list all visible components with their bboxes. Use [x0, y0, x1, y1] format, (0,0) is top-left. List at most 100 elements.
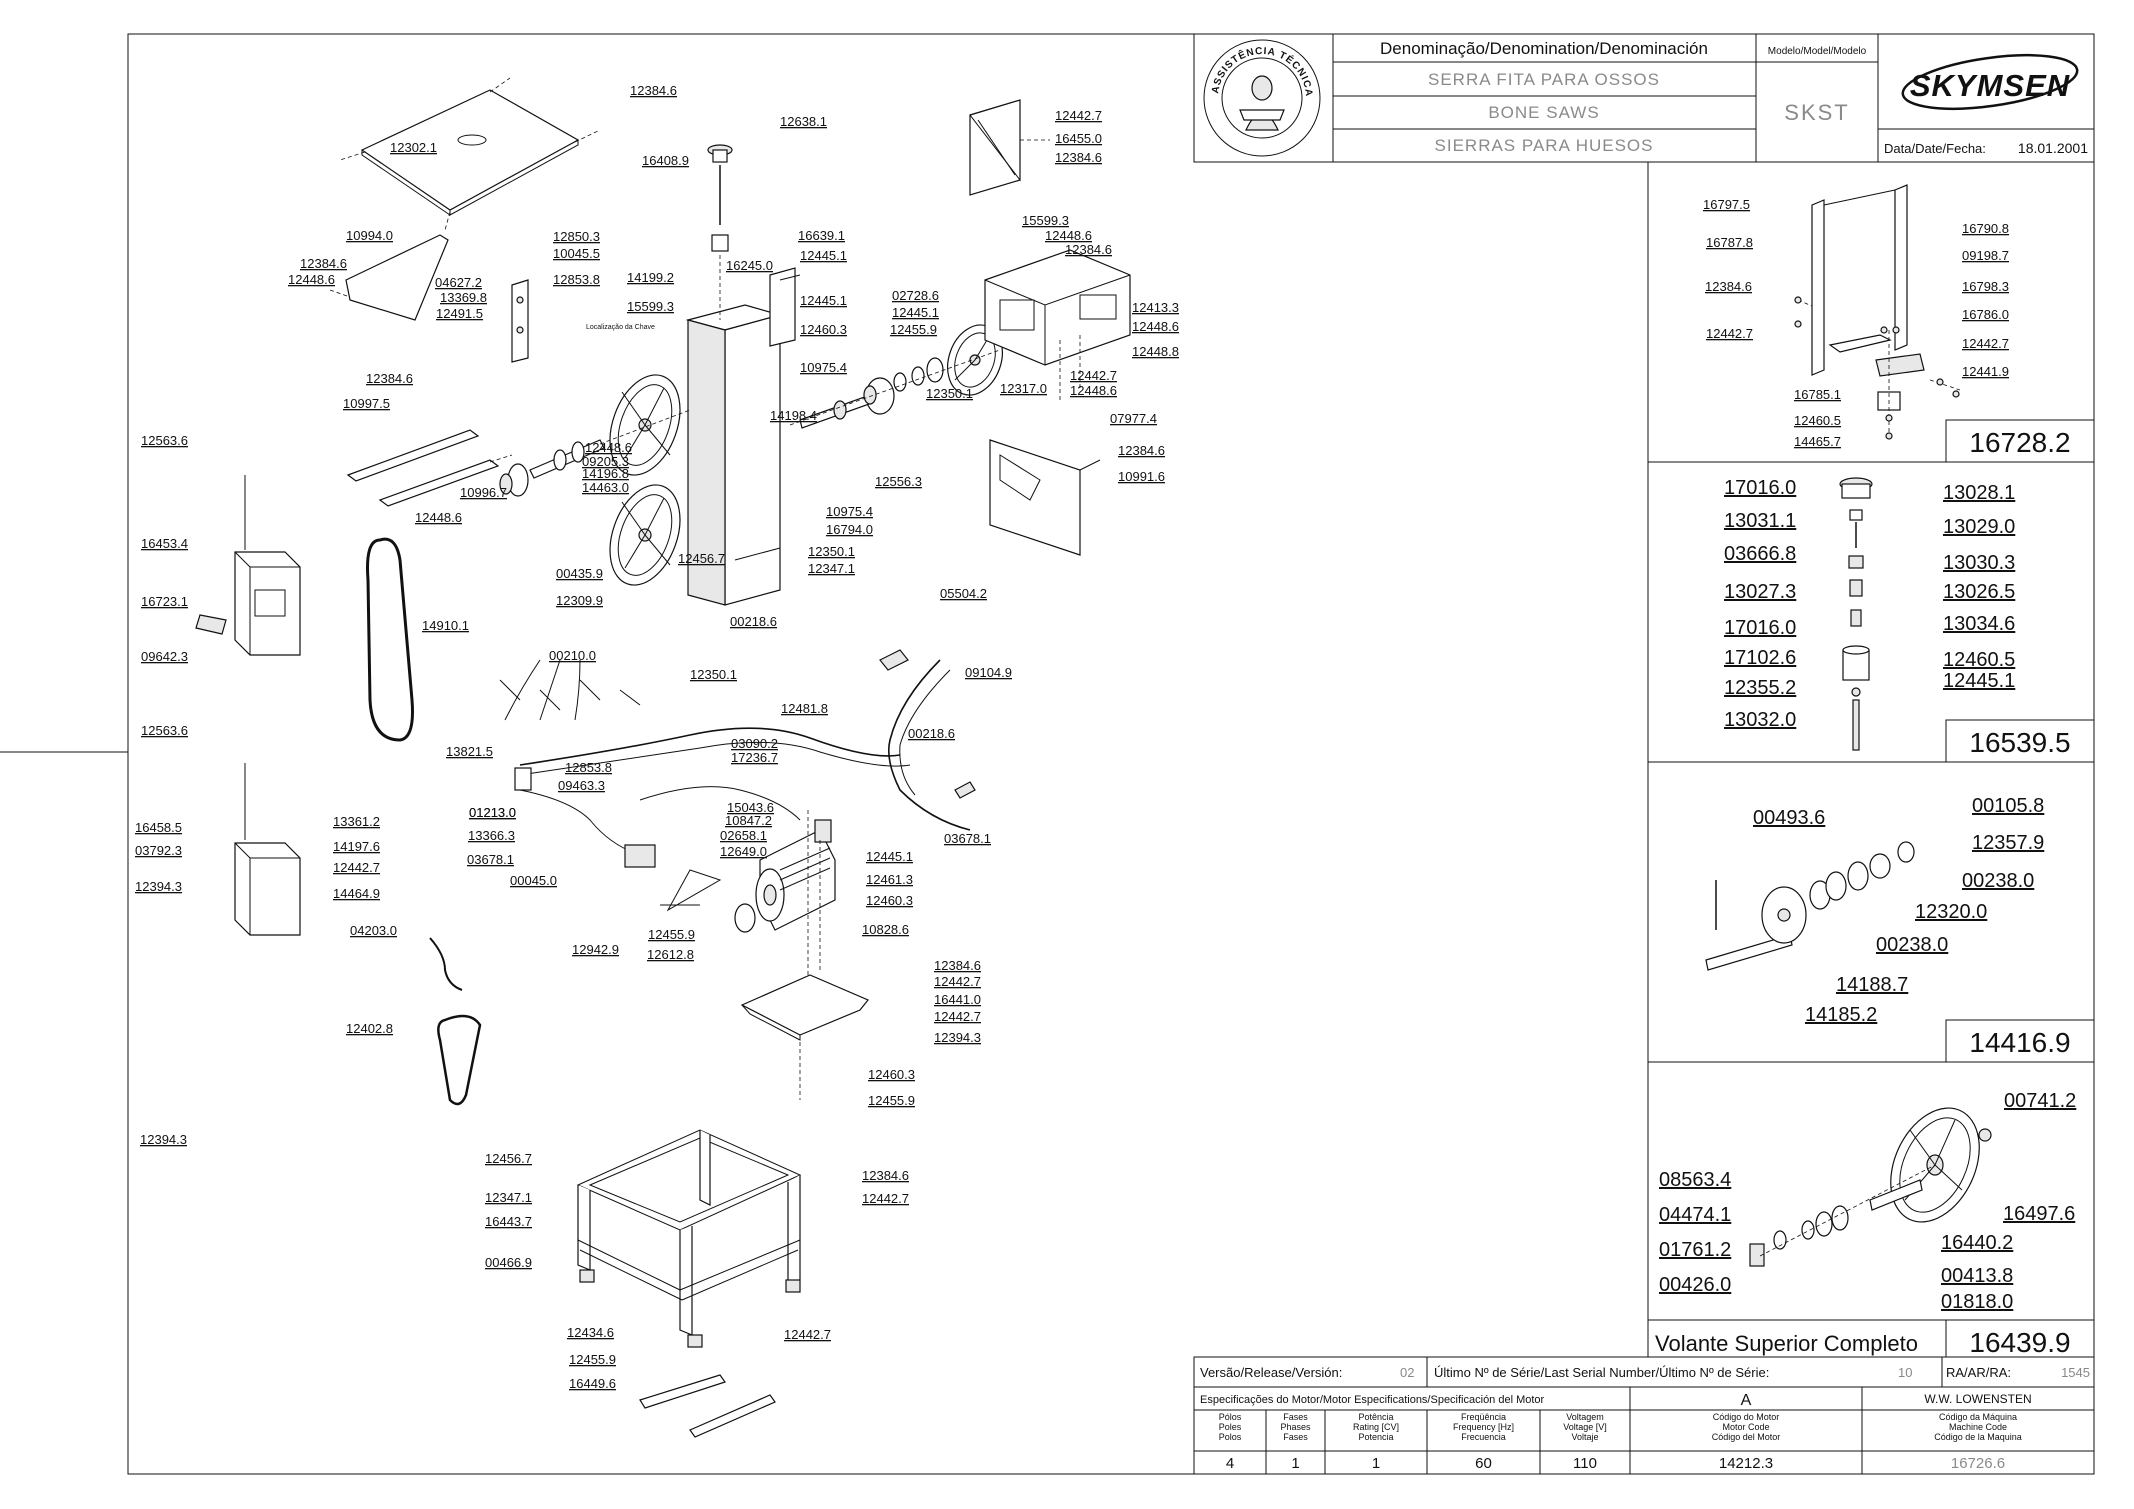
- assembly-code: 16728.2: [1969, 427, 2070, 458]
- part-number-label: 14199.2: [627, 270, 674, 285]
- part-number-label: 16455.0: [1055, 131, 1102, 146]
- part-number-label: 09104.9: [965, 665, 1012, 680]
- motor-spec-value: 110: [1573, 1455, 1597, 1472]
- panel-16539-5: [1839, 477, 1873, 751]
- part-number-label: 12384.6: [1118, 443, 1165, 458]
- detail-part-label: 00493.6: [1753, 807, 1825, 829]
- part-number-label: 12455.9: [868, 1093, 915, 1108]
- part-number-label: 00466.9: [485, 1255, 532, 1270]
- part-number-label: 13369.8: [440, 290, 487, 305]
- part-number-label: 12448.6: [1132, 319, 1179, 334]
- authorized-service-seal: ASSISTÊNCIA TÉCNICA AUTORIZADA: [0, 0, 1321, 157]
- part-number-label: 12649.0: [720, 844, 767, 859]
- motor-spec-header: Código do Motor: [1713, 1412, 1780, 1422]
- part-number-label: 12442.7: [333, 860, 380, 875]
- version-label: Versão/Release/Versión:: [1200, 1365, 1342, 1380]
- footer-block: Versão/Release/Versión: 02 Último Nº de …: [1193, 1356, 2095, 1475]
- part-number-label: 14910.1: [422, 618, 469, 633]
- motor-spec-header: Voltagem: [1566, 1412, 1604, 1422]
- detail-part-label: 03666.8: [1724, 543, 1796, 565]
- date-label: Data/Date/Fecha:: [1884, 141, 1986, 156]
- motor-spec-header: Voltaje: [1571, 1432, 1598, 1442]
- part-number-label: 12445.1: [800, 293, 847, 308]
- date-value: 18.01.2001: [2018, 140, 2088, 156]
- part-number-label: 12556.3: [875, 474, 922, 489]
- motor-spec-value: 4: [1226, 1455, 1234, 1472]
- detail-part-label: 16786.0: [1962, 307, 2009, 322]
- panel-16728-2: [1794, 184, 1961, 440]
- part-number-label: 07977.4: [1110, 411, 1157, 426]
- part-number-label: 16245.0: [726, 258, 773, 273]
- part-number-label: 12448.6: [585, 440, 632, 455]
- detail-part-label: 16787.8: [1706, 235, 1753, 250]
- motor-spec-header: Polos: [1219, 1432, 1242, 1442]
- detail-part-label: 14185.2: [1805, 1004, 1877, 1026]
- part-number-label: 12481.8: [781, 701, 828, 716]
- detail-part-label: 16797.5: [1703, 197, 1750, 212]
- motor-spec-header: Frecuencia: [1461, 1432, 1506, 1442]
- motor-spec-header: Freqüência: [1461, 1412, 1506, 1422]
- motor-spec-header: Fases: [1283, 1412, 1308, 1422]
- part-number-label: 12394.3: [135, 879, 182, 894]
- motor-base-plate: [740, 974, 869, 1036]
- part-number-label: 10997.5: [343, 396, 390, 411]
- detail-part-label: 00238.0: [1876, 934, 1948, 956]
- part-number-label: 12455.9: [569, 1352, 616, 1367]
- detail-part-label: 12442.7: [1706, 326, 1753, 341]
- detail-part-label: 14188.7: [1836, 974, 1908, 996]
- part-number-label: 00210.0: [549, 648, 596, 663]
- part-number-label: 05504.2: [940, 586, 987, 601]
- motor-spec-header: Frequency [Hz]: [1453, 1422, 1514, 1432]
- part-number-label: 12448.6: [1045, 228, 1092, 243]
- model-header: Modelo/Model/Modelo: [1768, 46, 1867, 57]
- part-number-label: 12442.7: [1055, 108, 1102, 123]
- part-number-label: 16794.0: [826, 522, 873, 537]
- assembly-code: 14416.9: [1969, 1027, 2070, 1058]
- upper-wheel: [609, 374, 681, 476]
- part-number-label: 12347.1: [485, 1190, 532, 1205]
- part-number-label: 12394.3: [934, 1030, 981, 1045]
- detail-part-label: 12320.0: [1915, 901, 1987, 923]
- detail-part-label: 13028.1: [1943, 482, 2015, 504]
- part-number-label: 12350.1: [690, 667, 737, 682]
- part-number-label: 09463.3: [558, 778, 605, 793]
- part-number-label: 16639.1: [798, 228, 845, 243]
- main-exploded-view: [195, 77, 1131, 1438]
- part-number-label: 12456.7: [678, 551, 725, 566]
- detail-part-label: 12445.1: [1943, 670, 2015, 692]
- motor-spec-value: 1: [1291, 1455, 1299, 1472]
- part-number-label: 12442.7: [934, 1009, 981, 1024]
- detail-part-label: 13029.0: [1943, 516, 2015, 538]
- detail-part-label: 13034.6: [1943, 613, 2015, 635]
- part-number-label: 12460.3: [866, 893, 913, 908]
- part-number-label: 14464.9: [333, 886, 380, 901]
- motor-spec-value: 60: [1475, 1455, 1492, 1472]
- detail-part-label: 12384.6: [1705, 279, 1752, 294]
- panel-16439-9: [1749, 1107, 1992, 1267]
- motor-letter: A: [1741, 1392, 1752, 1409]
- detail-part-label: 12355.2: [1724, 677, 1796, 699]
- part-number-label: 12455.9: [890, 322, 937, 337]
- detail-part-label: 00105.8: [1972, 795, 2044, 817]
- detail-part-label: 16798.3: [1962, 279, 2009, 294]
- part-number-label: 12442.7: [1070, 368, 1117, 383]
- part-number-label: 16453.4: [141, 536, 188, 551]
- detail-part-label: 01761.2: [1659, 1239, 1731, 1261]
- assembly-code: 16539.5: [1969, 727, 2070, 758]
- detail-part-label: 01818.0: [1941, 1291, 2013, 1313]
- detail-part-label: 13026.5: [1943, 581, 2015, 603]
- motor-spec-header: Pólos: [1219, 1412, 1242, 1422]
- part-number-label: 12445.1: [866, 849, 913, 864]
- motor-spec-header: Machine Code: [1949, 1422, 2007, 1432]
- motor-spec-value: 14212.3: [1719, 1455, 1773, 1472]
- detail-part-label: 00238.0: [1962, 870, 2034, 892]
- part-number-label: 10996.7: [460, 485, 507, 500]
- part-number-label: 13361.2: [333, 814, 380, 829]
- panel-14416-9: [1705, 841, 1915, 971]
- part-number-label: 12442.7: [862, 1191, 909, 1206]
- bracket-10994: [345, 234, 449, 321]
- detail-part-label: 13030.3: [1943, 552, 2015, 574]
- part-number-label: 09205.3: [582, 454, 629, 469]
- part-number-label: 03090.2: [731, 736, 778, 751]
